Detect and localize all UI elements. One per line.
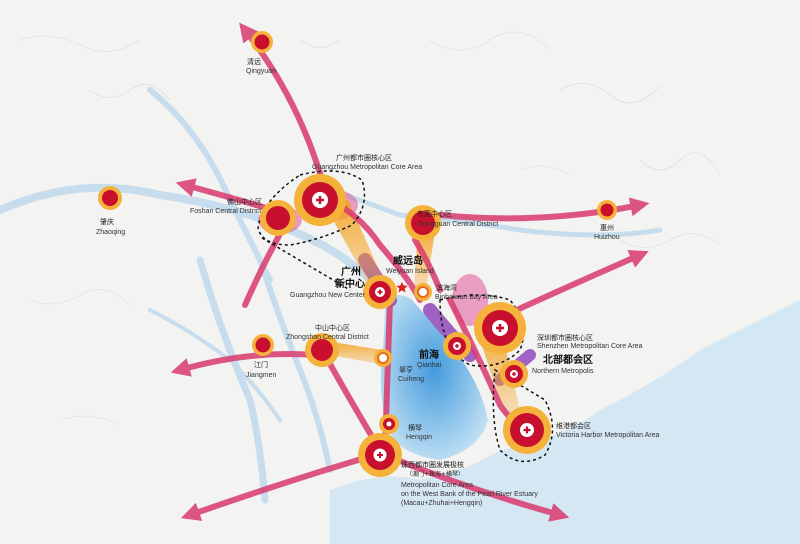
- label-binhaiwan-en: Binhaiwan Bay Area: [435, 294, 498, 301]
- label-qianhai-cn: 前海: [419, 348, 439, 361]
- label-west-en-1: Metropolitan Core Area: [401, 482, 473, 489]
- label-weiyuan-en: Weiyuan Island: [386, 268, 434, 275]
- label-sz-core-en: Shenzhen Metropolitan Core Area: [537, 343, 643, 350]
- node-dongguan[interactable]: [405, 205, 441, 241]
- label-foshan-en: Foshan Central District: [190, 208, 261, 215]
- node-shenzhen-core[interactable]: [474, 302, 526, 354]
- node-cuiheng[interactable]: [374, 349, 392, 367]
- label-zhaoqing-cn: 肇庆: [100, 217, 114, 226]
- node-jiangmen[interactable]: [252, 334, 274, 356]
- label-jiangmen-en: Jiangmen: [246, 372, 276, 379]
- terrain-texture: [19, 31, 721, 426]
- label-dongguan-en: Dongguan Central District: [418, 221, 498, 228]
- weiyuan-star-icon: [394, 280, 410, 294]
- label-gz-core-en: Guangzhou Metropolitan Core Area: [312, 164, 422, 171]
- label-qingyuan-cn: 清远: [247, 57, 261, 66]
- label-qingyuan-en: Qingyuan: [246, 68, 276, 75]
- node-zhaoqing[interactable]: [98, 186, 122, 210]
- label-gz-new-cn-1: 广州: [341, 265, 361, 278]
- label-victoria-en: Victoria Harbor Metropolitan Area: [556, 432, 659, 439]
- label-foshan-cn: 佛山中心区: [227, 197, 262, 206]
- node-binhaiwan[interactable]: [414, 283, 432, 301]
- label-qianhai-en: Qianhai: [417, 362, 442, 369]
- label-zhaoqing-en: Zhaoqing: [96, 229, 125, 236]
- label-victoria-cn: 维港都会区: [556, 421, 591, 430]
- label-zhongshan-en: Zhongshan Central District: [286, 334, 369, 341]
- label-west-cn: 珠西都市圈发展极核: [401, 460, 464, 469]
- node-victoria-harbor[interactable]: [503, 406, 551, 454]
- label-gz-new-cn-2: 新中心: [335, 277, 365, 290]
- node-qianhai[interactable]: [443, 332, 471, 360]
- node-west-bank-core[interactable]: [358, 433, 402, 477]
- node-huizhou[interactable]: [597, 200, 617, 220]
- node-guangzhou-core[interactable]: [294, 174, 346, 226]
- label-gz-new-en: Guangzhou New Center: [290, 292, 366, 299]
- label-binhaiwan-cn: 滨海湾: [436, 283, 457, 292]
- node-hengqin[interactable]: [379, 414, 399, 434]
- label-west-en-2: on the West Bank of the Pearl River Estu…: [401, 491, 538, 498]
- node-qingyuan[interactable]: [251, 31, 273, 53]
- node-northern-metropolis[interactable]: [500, 360, 528, 388]
- label-west-cn-sub: （澳门+珠海+横琴）: [406, 470, 464, 478]
- label-gz-core-cn: 广州都市圈核心区: [336, 153, 392, 162]
- label-west-en-3: (Macau+Zhuhai+Hengqin): [401, 500, 482, 507]
- label-northern-cn: 北部都会区: [543, 353, 593, 366]
- label-dongguan-cn: 东莞中心区: [417, 209, 452, 218]
- pearl-river-estuary: [380, 295, 488, 460]
- label-weiyuan-cn: 威远岛: [393, 254, 423, 267]
- label-cuiheng-en: Cuiheng: [398, 376, 424, 383]
- label-jiangmen-cn: 江门: [254, 360, 268, 369]
- node-foshan[interactable]: [260, 200, 296, 236]
- label-cuiheng-cn: 翠亨: [399, 365, 413, 374]
- label-huizhou-cn: 惠州: [600, 223, 614, 232]
- label-northern-en: Northern Metropolis: [532, 368, 594, 375]
- label-hengqin-en: Hengqin: [406, 434, 432, 441]
- label-sz-core-cn: 深圳都市圈核心区: [537, 333, 593, 342]
- label-hengqin-cn: 横琴: [408, 423, 422, 432]
- node-guangzhou-new-center[interactable]: [363, 275, 397, 309]
- node-zhongshan[interactable]: [305, 333, 339, 367]
- label-zhongshan-cn: 中山中心区: [315, 323, 350, 332]
- label-huizhou-en: Huizhou: [594, 234, 620, 241]
- south-china-sea: [330, 300, 800, 544]
